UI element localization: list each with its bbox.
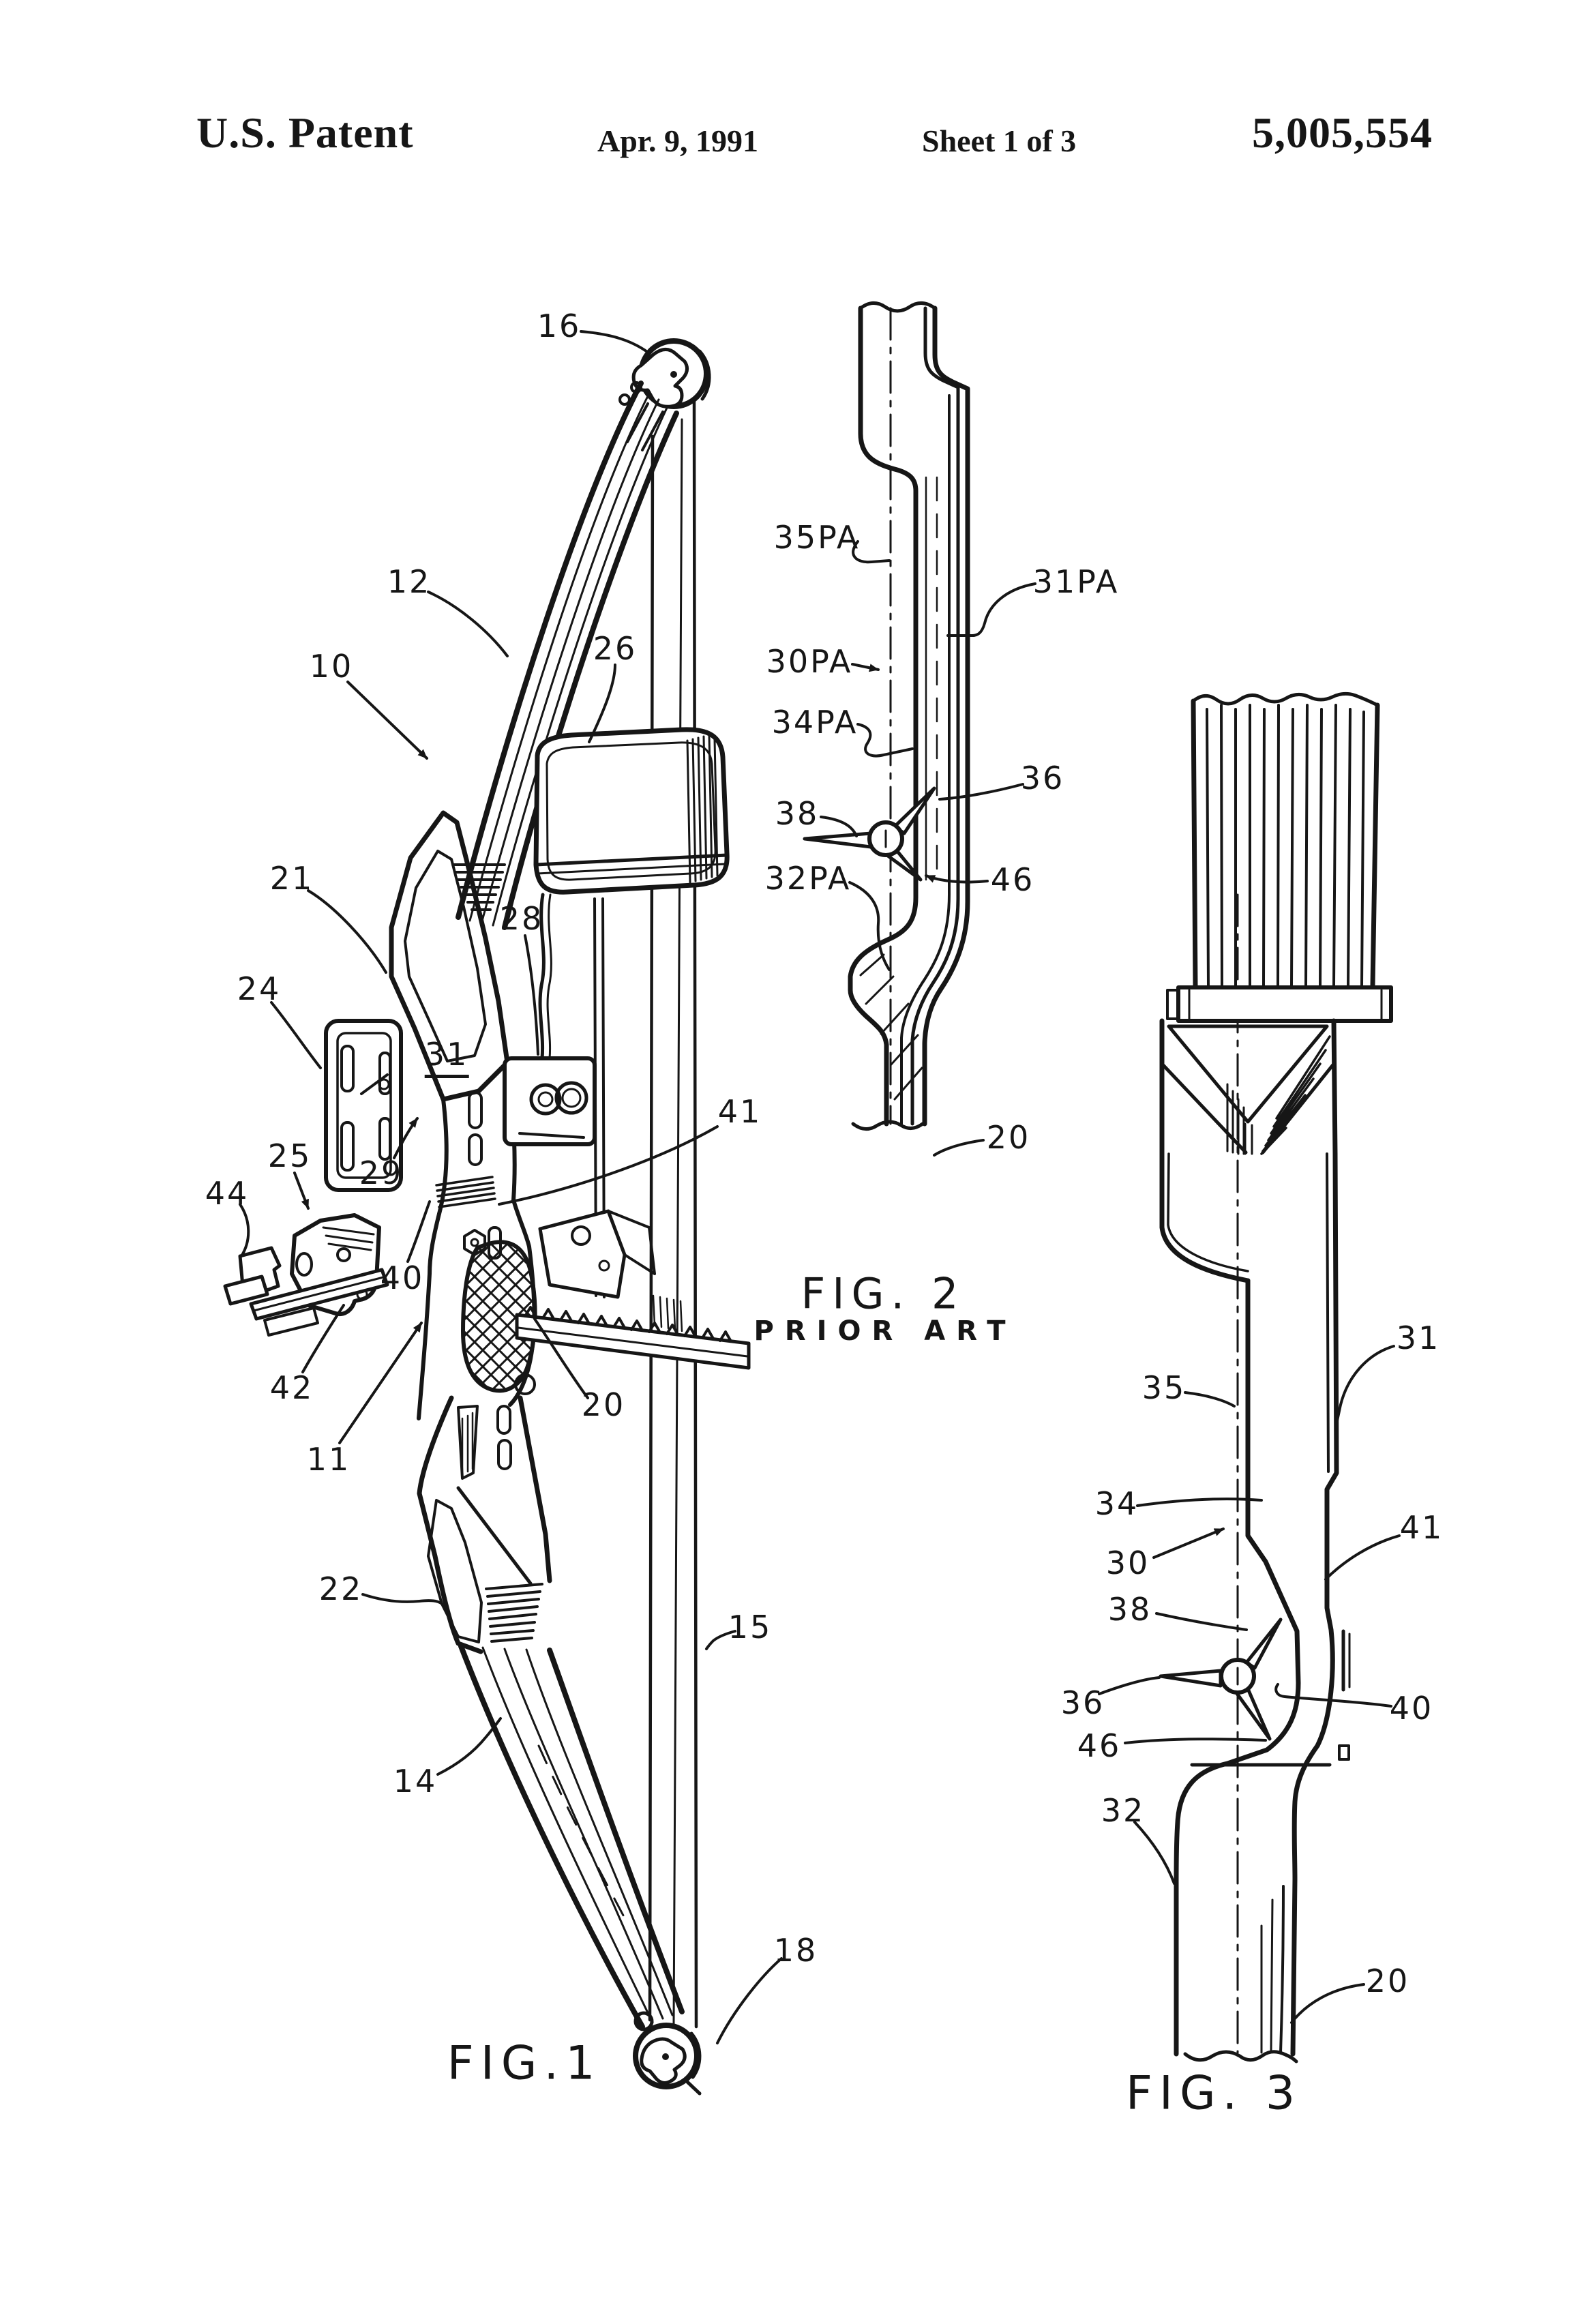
patent-date: Apr. 9, 1991: [597, 123, 758, 158]
fig3-limb: [1191, 691, 1380, 989]
top-wheel: [618, 338, 711, 451]
fig3-riser: [1167, 1151, 1351, 2064]
patent-office-label: U.S. Patent: [196, 108, 414, 157]
fig1-drawing: [223, 330, 783, 2096]
fig3-drawing: [1098, 691, 1401, 2064]
arrow-rest-plate: [538, 1209, 656, 1299]
riser-lower-frame: [417, 1373, 552, 1654]
upper-limb-pocket: [451, 863, 506, 911]
quiver: [533, 727, 730, 1060]
sight-bracket: [324, 1019, 403, 1192]
fig3-caption: FIG. 3: [1125, 2066, 1302, 2121]
upper-limb: [456, 381, 679, 930]
serrated-rack: [515, 1294, 751, 1370]
riser-upper-frame: [389, 810, 510, 1102]
fig2-prior-art-caption: PRIOR ART: [753, 1315, 1017, 1347]
grip: [417, 1198, 537, 1420]
quiver-bracket: [503, 1056, 597, 1146]
fig2-drawing: [803, 301, 1036, 1157]
fig2-launcher: [803, 786, 936, 882]
patent-number: 5,005,554: [1252, 108, 1433, 157]
fig2-caption: FIG. 2: [801, 1268, 966, 1319]
launcher-block: [223, 1213, 389, 1337]
bottom-wheel: [633, 2011, 702, 2096]
fig2-leaders: [820, 540, 1036, 1157]
lower-limb: [458, 1643, 685, 2029]
fig3-launcher: [1159, 1618, 1283, 1741]
fig3-limb-pocket: [1159, 985, 1393, 1283]
bow-string: [648, 399, 698, 2029]
fig1-leaders: [239, 330, 783, 2044]
sheet-number: Sheet 1 of 3: [922, 123, 1077, 158]
fig3-leaders: [1098, 1345, 1401, 2024]
fig1-caption: FIG.1: [447, 2036, 602, 2091]
